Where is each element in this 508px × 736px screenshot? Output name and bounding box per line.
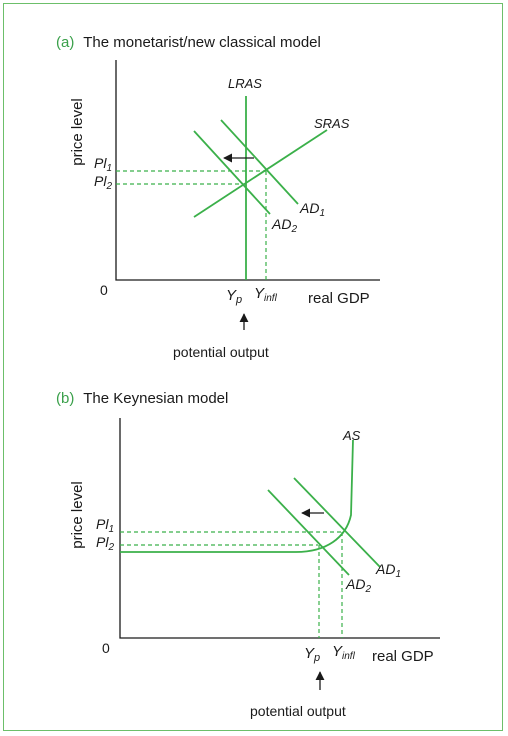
- panel-a-sras-label: SRAS: [314, 116, 350, 131]
- panel-a-sras-curve: [193, 129, 328, 218]
- panel-a-lras-label: LRAS: [228, 76, 262, 91]
- panel-b: (b) The Keynesian model price level 0 re…: [56, 390, 440, 719]
- panel-a: (a) The monetarist/new classical model p…: [56, 34, 380, 360]
- panel-a-x-axis-label: real GDP: [308, 290, 370, 307]
- panel-a-ad2-label: AD2: [271, 216, 297, 235]
- panel-b-pl1-label: Pl1: [96, 516, 114, 535]
- panel-a-yp-label: Yp: [226, 287, 242, 306]
- panel-a-origin: 0: [100, 282, 108, 298]
- panel-b-title: (b) The Keynesian model: [56, 390, 228, 407]
- panel-b-as-curve: [120, 439, 354, 553]
- panel-a-axes: [115, 60, 380, 281]
- panel-b-ad1-curve: [293, 477, 381, 568]
- panel-a-pl2-label: Pl2: [94, 173, 112, 192]
- panel-b-origin: 0: [102, 640, 110, 656]
- panel-b-yp-label: Yp: [304, 645, 320, 664]
- panel-b-y-axis-label: price level: [69, 481, 86, 549]
- figure-frame: [3, 3, 503, 731]
- panel-b-as-label: AS: [342, 428, 361, 443]
- panel-a-ad1-curve: [220, 119, 299, 205]
- panel-b-potential-output-label: potential output: [250, 703, 346, 719]
- panel-b-pl2-label: Pl2: [96, 534, 114, 553]
- panel-a-ad2-curve: [193, 130, 271, 215]
- panel-b-axes: [119, 418, 440, 639]
- panel-b-ad1-label: AD1: [375, 561, 401, 580]
- panel-a-title: (a) The monetarist/new classical model: [56, 34, 321, 51]
- panel-b-ad2-label: AD2: [345, 576, 371, 595]
- panel-b-x-axis-label: real GDP: [372, 648, 434, 665]
- panel-a-yinfl-label: Yinfl: [254, 285, 278, 304]
- panel-a-y-axis-label: price level: [69, 98, 86, 166]
- panel-a-ad1-label: AD1: [299, 200, 325, 219]
- panel-b-ad2-curve: [267, 489, 350, 576]
- panel-a-potential-output-label: potential output: [173, 344, 269, 360]
- panel-a-pl1-label: Pl1: [94, 155, 112, 174]
- panel-b-yinfl-label: Yinfl: [332, 643, 356, 662]
